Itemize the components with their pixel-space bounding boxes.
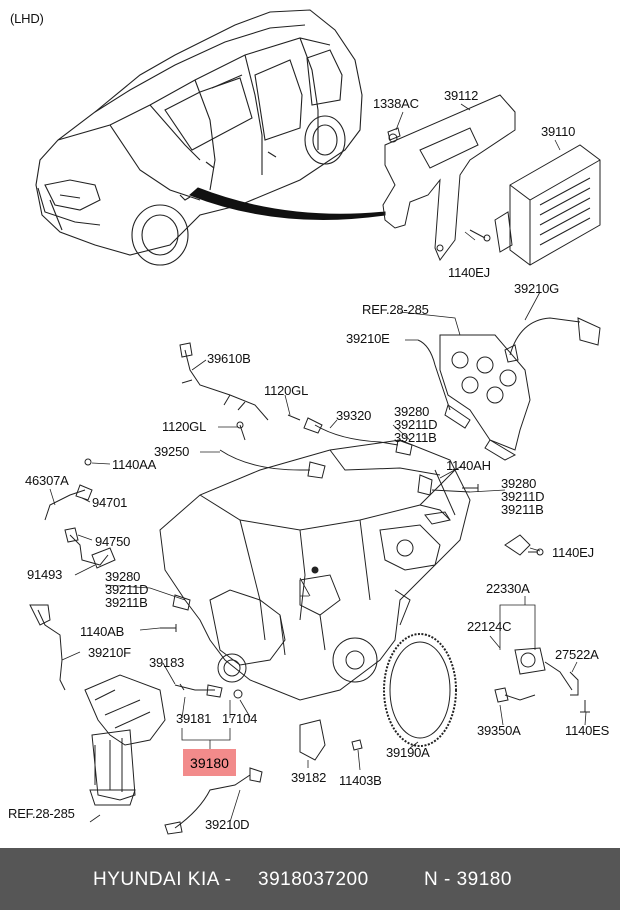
part-label-39320: 39320 [336,408,372,423]
part-label-1140AA: 1140AA [112,457,157,472]
part-label-1140AH: 1140AH [446,458,491,473]
part-label-17104: 17104 [222,711,258,726]
part-label-94701: 94701 [92,495,128,510]
leader-lines [49,103,587,823]
part-label-39182: 39182 [291,770,327,785]
part-label-1120GL-b: 1120GL [162,419,207,434]
part-label-22124C: 22124C [467,619,512,634]
sensor-wiring [29,317,601,835]
part-label-1140EJ-top: 1140EJ [448,265,490,280]
part-label-11403B: 11403B [339,773,382,788]
part-label-39211B-c: 39211B [105,595,148,610]
part-label-39211B-a: 39211B [394,430,437,445]
exhaust-manifold [84,674,166,806]
part-label-39211D-c: 39211D [105,582,149,597]
part-label-39250: 39250 [154,444,190,459]
part-label-39210G: 39210G [514,281,560,296]
part-label-1140ES: 1140ES [565,723,610,738]
part-label-39211D-a: 39211D [394,417,438,432]
part-label-39190A: 39190A [386,745,430,760]
part-label-39211D-b: 39211D [501,489,545,504]
part-label-39350A: 39350A [477,723,521,738]
ref-label-bottom: REF.28-285 [8,806,75,821]
part-label-91493: 91493 [27,567,63,582]
vehicle-illustration [35,9,363,266]
part-label-39610B: 39610B [207,351,251,366]
highlighted-part-39180: 39180 [183,749,236,776]
part-label-39110: 39110 [541,124,576,139]
part-label-39280-b: 39280 [501,476,537,491]
footer-code: N - 39180 [424,869,512,890]
part-label-22330A: 22330A [486,581,530,596]
intake-manifold-right [439,334,531,461]
ref-label-top: REF.28-285 [362,302,429,317]
part-label-39210E: 39210E [346,331,390,346]
part-label-27522A: 27522A [555,647,599,662]
engine-block [159,439,471,701]
part-label-39112: 39112 [444,88,479,103]
parts-diagram [29,9,601,835]
part-label-39210F: 39210F [88,645,131,660]
part-label-39280-c: 39280 [105,569,141,584]
footer-part-number: 3918037200 [258,869,369,890]
part-label-39280-a: 39280 [394,404,430,419]
footer-brand: HYUNDAI KIA - [93,869,232,890]
part-label-39181: 39181 [176,711,212,726]
flywheel [383,633,457,747]
part-label-1140EJ-mid: 1140EJ [552,545,594,560]
part-label-39180: 39180 [190,755,229,771]
part-label-94750: 94750 [95,534,131,549]
part-label-39210D: 39210D [205,817,250,832]
part-label-46307A: 46307A [25,473,69,488]
ecu-bracket [382,94,516,261]
part-label-39211B-b: 39211B [501,502,544,517]
part-label-1120GL-a: 1120GL [264,383,309,398]
footer-bar: HYUNDAI KIA - 3918037200 N - 39180 [0,848,620,910]
corner-label: (LHD) [10,11,44,26]
ecu-unit [469,144,601,266]
part-label-1140AB: 1140AB [80,624,125,639]
part-label-39183: 39183 [149,655,185,670]
part-label-1338AC: 1338AC [373,96,419,111]
